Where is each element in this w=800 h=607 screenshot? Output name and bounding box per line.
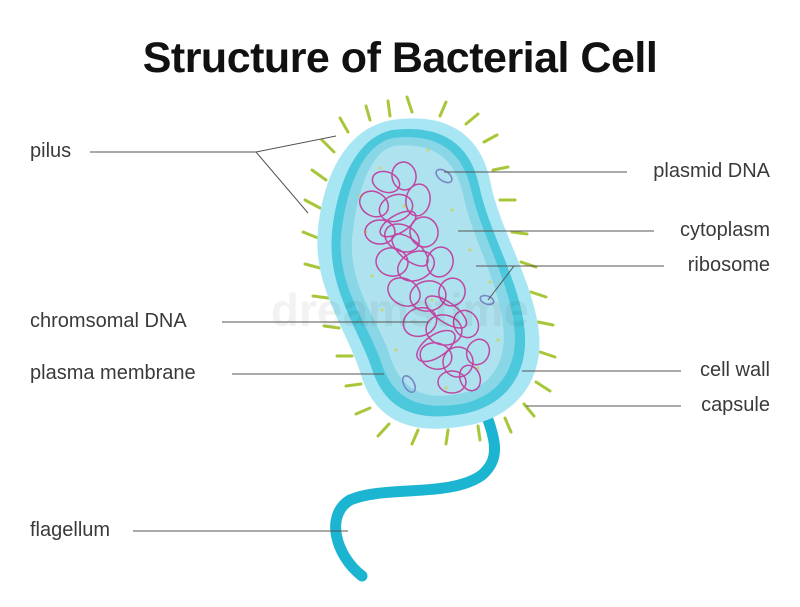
pilus-strand: [310, 168, 328, 182]
pilus-strand: [301, 230, 320, 240]
dna-loop: [442, 346, 474, 378]
pilus-strand: [338, 116, 350, 134]
dna-loop: [458, 364, 482, 392]
pilus-strand: [536, 320, 555, 327]
ribosome-dot: [402, 204, 406, 208]
dna-loop: [371, 170, 401, 194]
pilus-strand: [522, 402, 536, 418]
label-cytoplasm: cytoplasm: [679, 219, 770, 241]
dna-loop: [397, 250, 435, 282]
pili-group: [301, 95, 557, 446]
pilus-strand: [344, 382, 363, 388]
ribosome-dot: [378, 166, 382, 170]
ribosome-dot: [426, 148, 430, 152]
dna-loop: [358, 190, 390, 218]
label-ribosome: ribosome: [687, 254, 770, 276]
ribosome-dot: [430, 298, 434, 302]
ribosome-dot: [496, 338, 500, 342]
pilus-strand: [303, 262, 322, 270]
pilus-strand: [444, 428, 450, 446]
ribosome-dot: [450, 208, 454, 212]
flagellum: [330, 386, 501, 582]
pilus-strand: [386, 99, 392, 118]
dna-loop: [437, 370, 467, 394]
pilus-strand: [534, 380, 552, 393]
ribosome-dot: [380, 308, 384, 312]
dna-loop: [387, 277, 421, 307]
dna-loop: [378, 193, 414, 223]
pilus-strand: [405, 95, 414, 114]
pilus-strand: [464, 112, 480, 126]
label-flagellum: flagellum: [30, 519, 111, 541]
pilus-strand: [538, 350, 557, 359]
leader-line-ribosome-diagonal: [487, 265, 515, 301]
watermark-text: dreamstime: [271, 284, 529, 336]
ribosome-dot: [394, 348, 398, 352]
dna-loop: [379, 210, 417, 238]
dna-loop: [409, 216, 439, 248]
pilus-strand: [354, 406, 372, 416]
dna-loop: [416, 329, 456, 363]
dna-loop: [419, 342, 453, 370]
dna-loop: [424, 295, 468, 329]
pilus-strand: [322, 324, 341, 330]
ribosome-dot: [488, 280, 492, 284]
label-chromosomal-dna: chromsomal DNA: [30, 310, 187, 332]
pilus-strand: [503, 416, 513, 434]
pilus-strand: [303, 198, 322, 210]
chromosomal-dna-tangle: [358, 161, 491, 394]
dna-loop: [452, 309, 480, 339]
pilus-strand: [364, 104, 372, 122]
pilus-strand: [438, 100, 448, 118]
label-pilus: pilus: [30, 140, 72, 162]
ribosome-dot: [468, 248, 472, 252]
dna-loop: [465, 338, 491, 366]
pilus-strand: [376, 422, 391, 438]
dna-loop: [438, 277, 466, 307]
pilus-strand: [529, 290, 548, 299]
pilus-strand: [482, 133, 499, 144]
label-plasmid-dna: plasmid DNA: [653, 160, 770, 182]
pilus-strand: [491, 165, 510, 172]
label-cell-wall: cell wall: [699, 359, 770, 381]
ribosome-dot: [476, 366, 480, 370]
label-plasma-membrane: plasma membrane: [30, 362, 196, 384]
dna-loop: [391, 161, 417, 191]
pilus-strand: [410, 428, 420, 446]
leader-line-pilus-branch-2: [255, 151, 309, 214]
diagram-title: Structure of Bacterial Cell: [142, 34, 658, 82]
pilus-strand: [311, 294, 330, 300]
pilus-strand: [320, 138, 336, 154]
ribosome-dot: [444, 386, 448, 390]
pilus-strand: [510, 230, 529, 236]
leader-line-pilus-branch-1: [255, 135, 337, 153]
pilus-strand: [476, 424, 482, 442]
dna-loop: [364, 219, 396, 245]
cytoplasm: [351, 145, 504, 396]
leader-lines: [90, 135, 681, 532]
label-capsule: capsule: [701, 394, 770, 416]
ribosome-dot: [370, 274, 374, 278]
